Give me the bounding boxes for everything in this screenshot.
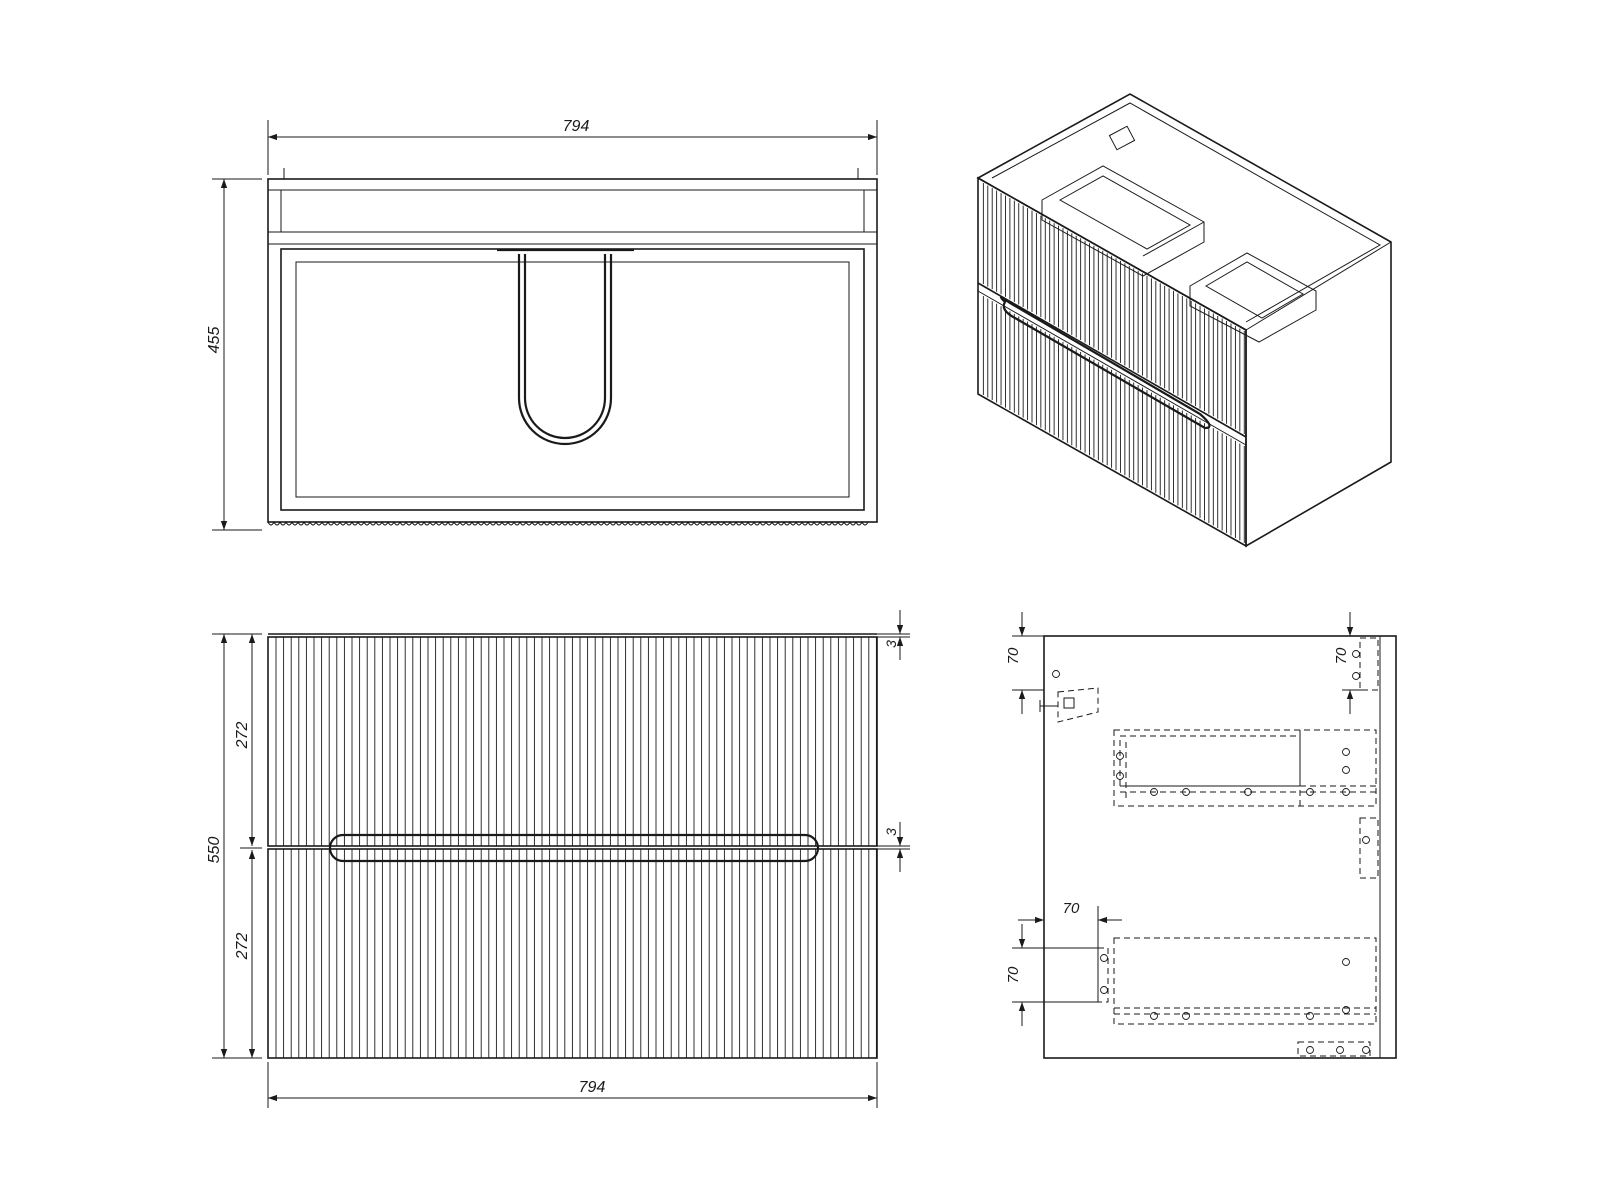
isometric-view (976, 93, 1392, 548)
side-panel (1043, 635, 1397, 1059)
front-view-mid-gap-label: 3 (883, 828, 899, 836)
top-view-height-dimension: 455 (206, 178, 262, 531)
side-hanging-bracket (1039, 687, 1099, 723)
iso-handle (999, 296, 1211, 430)
front-view-lower-drawer-label: 272 (234, 933, 251, 961)
side-bottom-vertical-label: 70 (1005, 966, 1022, 983)
side-dim-bottom-horizontal: 70 (1018, 900, 1122, 1002)
front-view-width-label: 794 (579, 1079, 606, 1096)
top-view-width-dimension: 794 (267, 118, 878, 175)
side-dim-top-left: 70 (1005, 612, 1044, 714)
front-view-top-gap-label: 3 (883, 640, 899, 648)
side-dim-top-right: 70 (1333, 612, 1366, 714)
top-view-height-label: 455 (206, 327, 223, 354)
front-handle (328, 833, 820, 863)
side-upper-runner (1113, 729, 1377, 807)
side-lower-runner (1097, 937, 1377, 1025)
top-view-width-label: 794 (563, 118, 590, 135)
front-view-width-dimension: 794 (267, 1062, 878, 1108)
side-top-right-label: 70 (1333, 647, 1350, 664)
front-view-gap-dimensions: 3 3 (877, 610, 910, 872)
front-view: 550 272 272 3 3 794 (206, 610, 910, 1108)
top-view-cabinet (267, 168, 878, 526)
front-view-height-label: 550 (206, 837, 223, 864)
side-bottom-horizontal-label: 70 (1063, 900, 1080, 917)
iso-lower-drawer-box (1189, 252, 1317, 343)
front-view-height-dimension: 550 272 272 (206, 633, 262, 1059)
iso-front-panel (977, 176, 1247, 548)
side-dim-bottom-vertical: 70 (1005, 924, 1098, 1026)
side-view: 70 70 70 70 (1005, 612, 1397, 1059)
side-top-left-label: 70 (1005, 647, 1022, 664)
front-view-upper-drawer-label: 272 (234, 722, 251, 750)
hanging-bracket (1108, 125, 1136, 151)
top-view: 794 455 (206, 118, 878, 531)
iso-upper-drawer-box (1041, 165, 1205, 277)
